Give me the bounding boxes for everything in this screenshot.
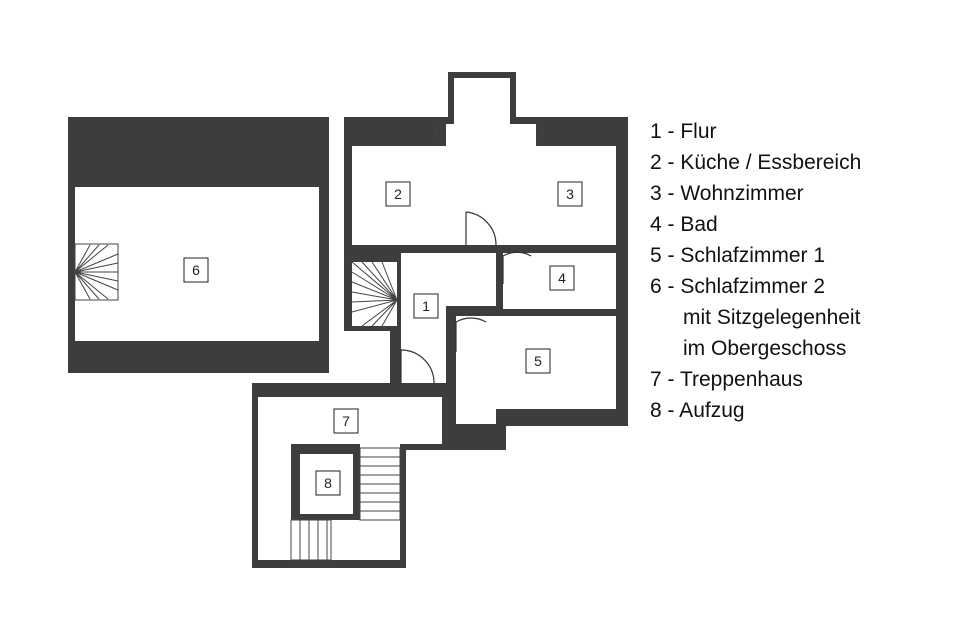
legend-item-6-line-3: im Obergeschoss <box>683 337 847 360</box>
door-bedroom-1 <box>455 317 487 352</box>
legend-item-5: 5 - Schlafzimmer 1 <box>650 244 826 267</box>
room-label-3: 3 <box>566 186 574 202</box>
legend-item-6: 6 - Schlafzimmer 2 <box>650 275 826 298</box>
legend-item-1: 1 - Flur <box>650 120 717 143</box>
room-1-floor <box>401 253 496 383</box>
doors <box>400 211 532 384</box>
legend-item-4: 4 - Bad <box>650 213 718 236</box>
room-label-1: 1 <box>422 298 430 314</box>
room-label-7: 7 <box>342 413 350 429</box>
room-2-3-floor <box>352 124 616 245</box>
stair-7-steps <box>290 447 401 561</box>
room-labels: 6 2 3 1 4 5 7 8 <box>183 181 583 496</box>
legend-item-8: 8 - Aufzug <box>650 399 745 422</box>
room-label-5: 5 <box>534 353 542 369</box>
door-bath <box>502 251 532 284</box>
stair-room-6 <box>74 243 119 301</box>
room-legend: 1 - Flur 2 - Küche / Essbereich 3 - Wohn… <box>650 116 861 426</box>
door-hall <box>400 349 435 384</box>
top-shaft-floor <box>454 78 510 124</box>
legend-item-3: 3 - Wohnzimmer <box>650 182 804 205</box>
room-label-2: 2 <box>394 186 402 202</box>
room-label-8: 8 <box>324 475 332 491</box>
room-label-4: 4 <box>558 270 566 286</box>
legend-item-7: 7 - Treppenhaus <box>650 368 803 391</box>
door-living <box>465 211 497 246</box>
legend-item-2: 2 - Küche / Essbereich <box>650 151 862 174</box>
top-notch-detail <box>435 123 543 141</box>
room-label-6: 6 <box>192 262 200 278</box>
stair-1-steps <box>351 261 398 327</box>
legend-item-6-line-2: mit Sitzgelegenheit <box>683 306 861 329</box>
